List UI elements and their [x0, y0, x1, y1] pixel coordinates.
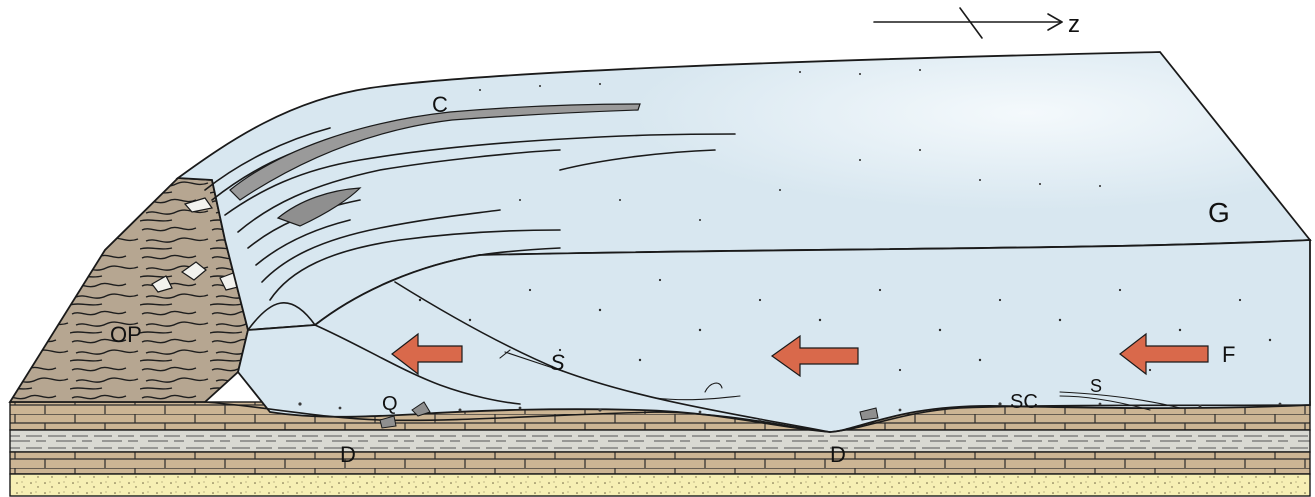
quarried-label: Q: [382, 393, 398, 415]
north-arrow: z: [874, 8, 1080, 38]
shear-label-right: S: [1090, 376, 1102, 396]
lower-limestone-layer: [10, 452, 1310, 474]
subglacial-label: SC: [1010, 391, 1038, 413]
debris-label-right: D: [830, 442, 846, 467]
debris-label-left: D: [340, 442, 356, 467]
shear-label-left: S: [550, 350, 565, 375]
glacier: [178, 52, 1310, 432]
outcrop-face: [10, 178, 248, 402]
bedrock-strata: [10, 402, 1310, 496]
glacier-label: G: [1208, 197, 1230, 228]
crevasse-label: C: [432, 92, 448, 117]
sandstone-layer: [10, 474, 1310, 496]
flow-label: F: [1222, 342, 1235, 367]
outcrop-label: OP: [110, 322, 142, 347]
shale-layer: [10, 430, 1310, 452]
north-label: z: [1068, 11, 1080, 38]
